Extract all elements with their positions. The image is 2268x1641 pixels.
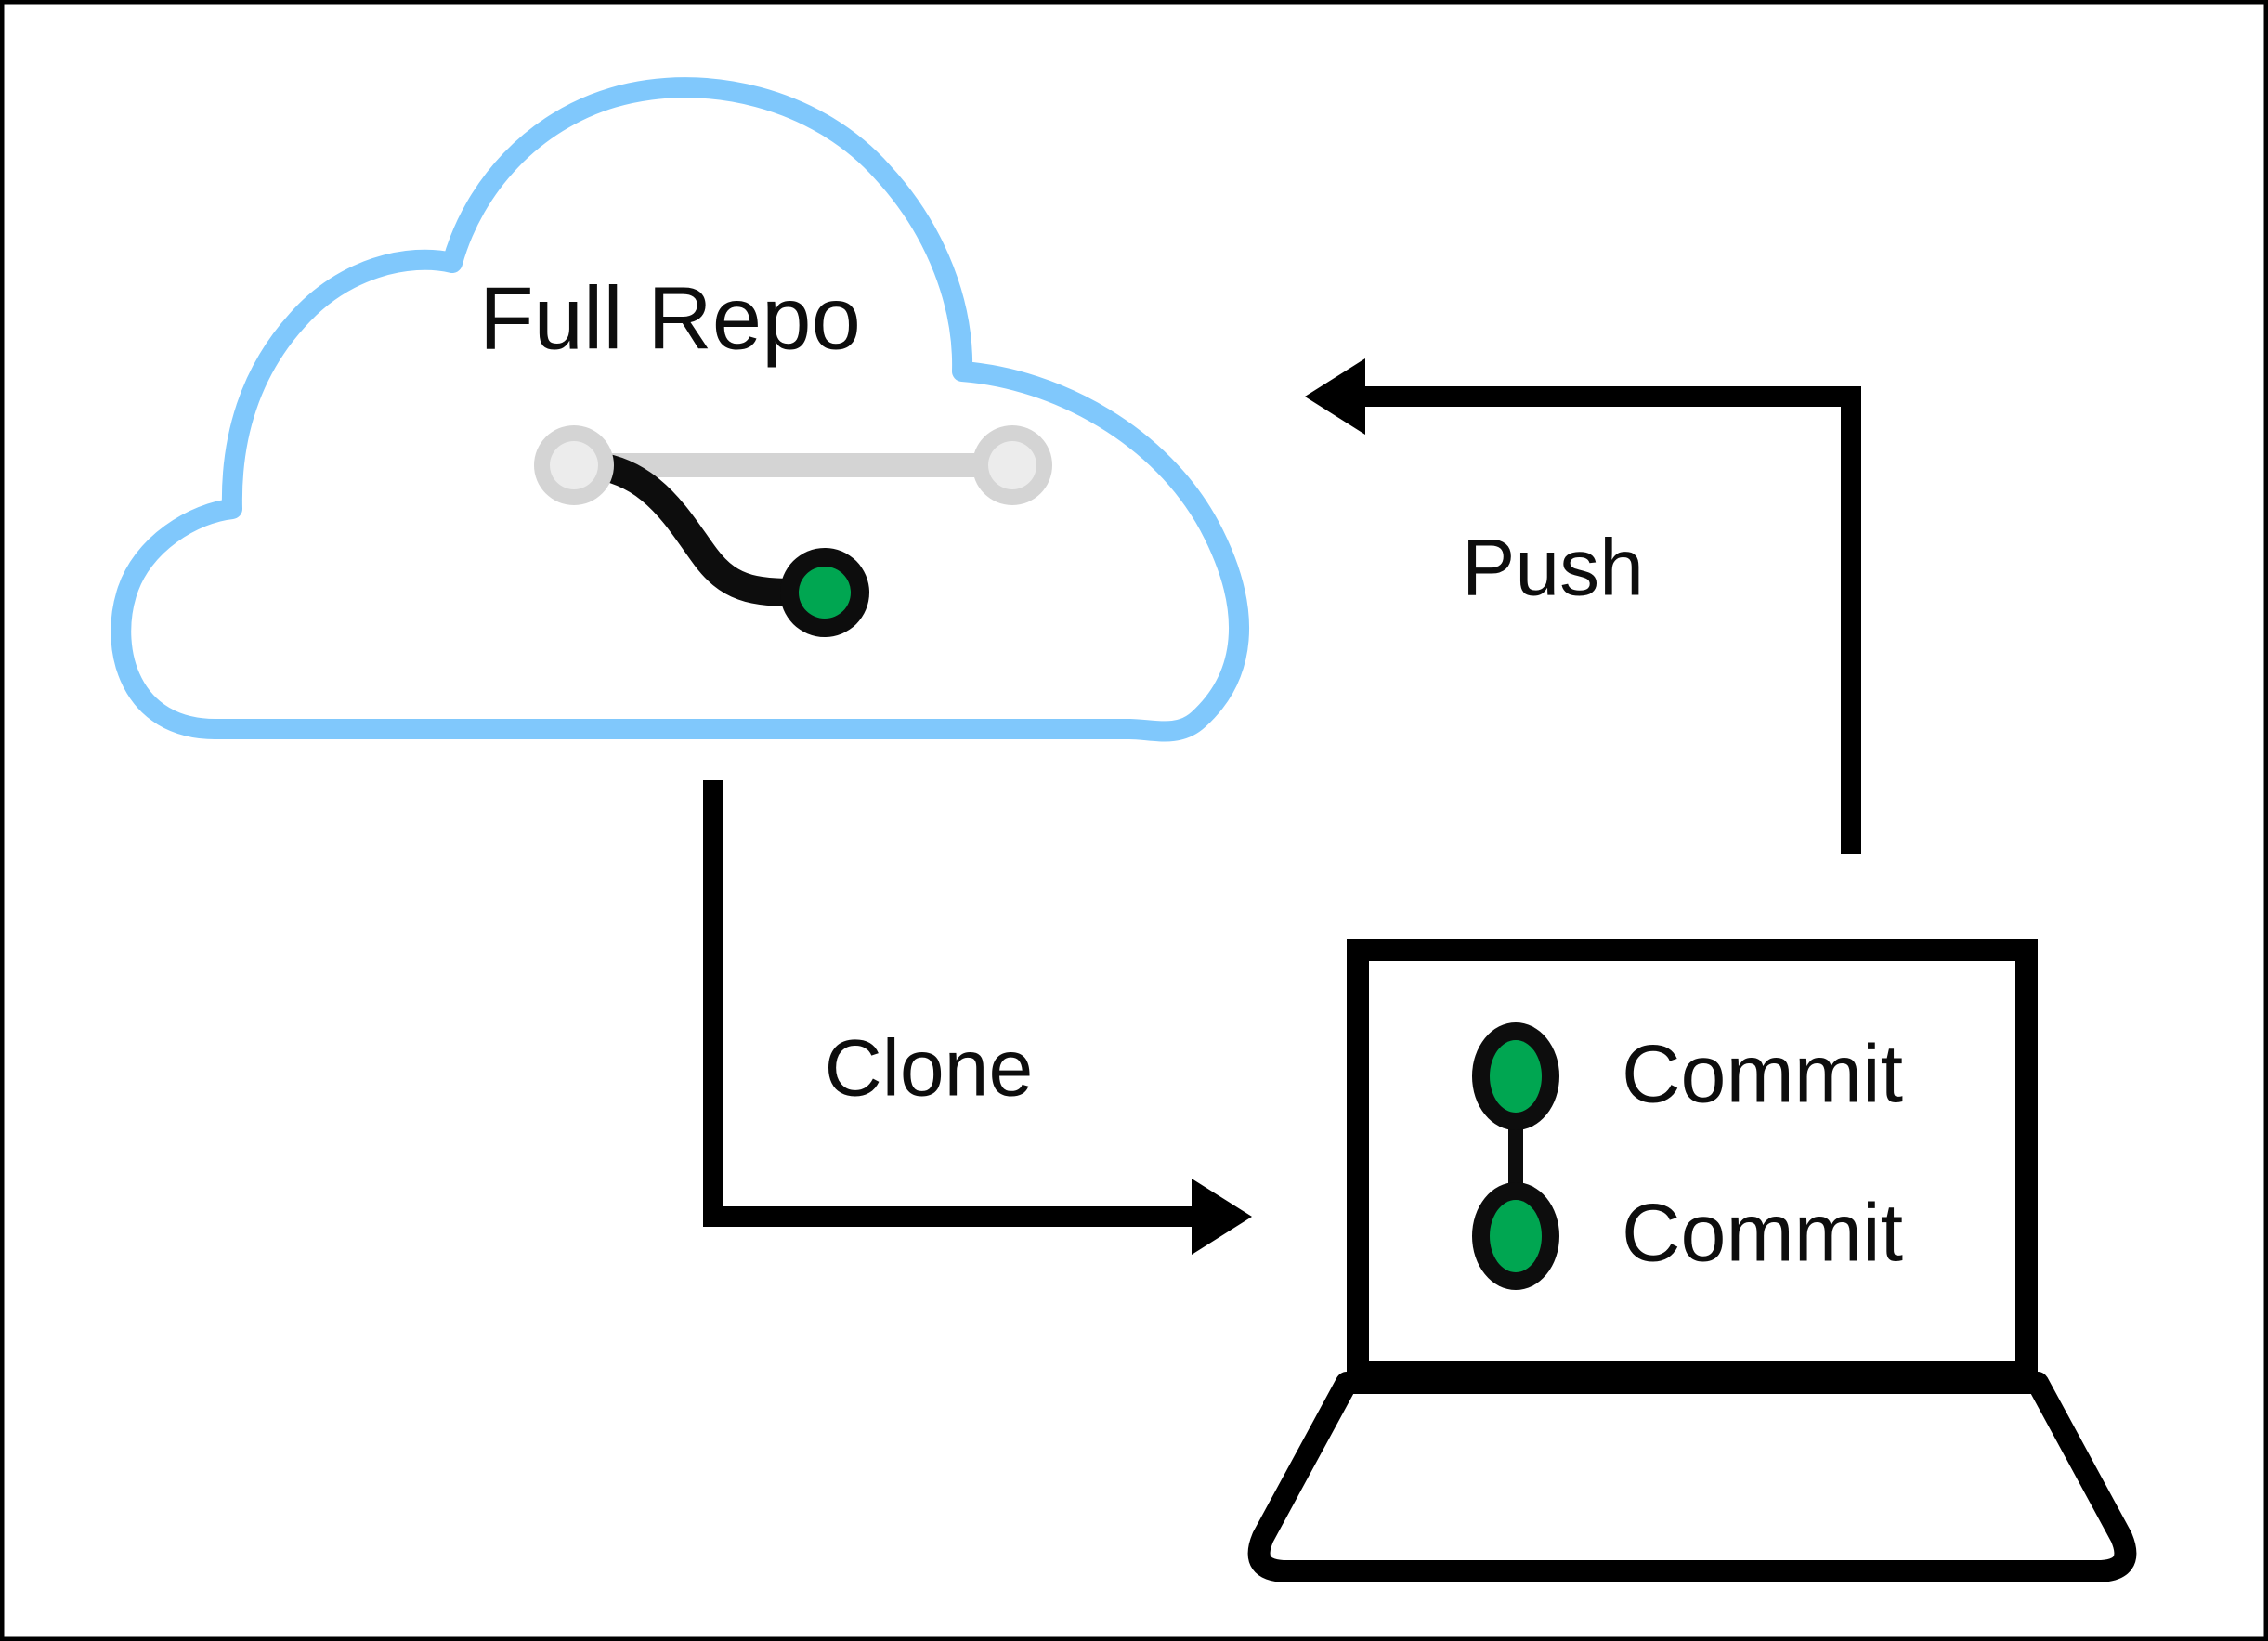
commit-node-gray-left: [534, 425, 614, 505]
laptop-screen-bezel: [1347, 939, 2038, 1383]
laptop-commit-graph: [1472, 1022, 1559, 1290]
laptop-commit-node-2: [1472, 1182, 1559, 1290]
clone-arrow: [703, 780, 1252, 1255]
laptop-shape-group: [1247, 939, 2137, 1582]
laptop-commit-node-1: [1472, 1022, 1559, 1130]
laptop-commit-label-2: Commit: [1622, 1186, 1903, 1278]
cloud-shape-group: [111, 77, 1250, 742]
push-arrow-head-icon: [1305, 358, 1365, 435]
push-arrow-line: [1359, 386, 1861, 854]
commit-node-green: [780, 548, 869, 637]
laptop-commit-label-1: Commit: [1622, 1027, 1903, 1119]
laptop-base: [1247, 1372, 2137, 1582]
push-label: Push: [1462, 524, 1644, 613]
cloud-title-label: Full Repo: [479, 268, 861, 368]
commit-node-gray-right: [972, 425, 1052, 505]
push-arrow: [1305, 358, 1861, 854]
clone-arrow-line: [703, 780, 1198, 1227]
cloud-commit-graph: [534, 425, 1052, 637]
clone-label: Clone: [825, 1024, 1034, 1114]
clone-arrow-head-icon: [1192, 1179, 1252, 1255]
branch-curve: [577, 450, 818, 607]
cloud-outline-icon: [111, 77, 1250, 742]
